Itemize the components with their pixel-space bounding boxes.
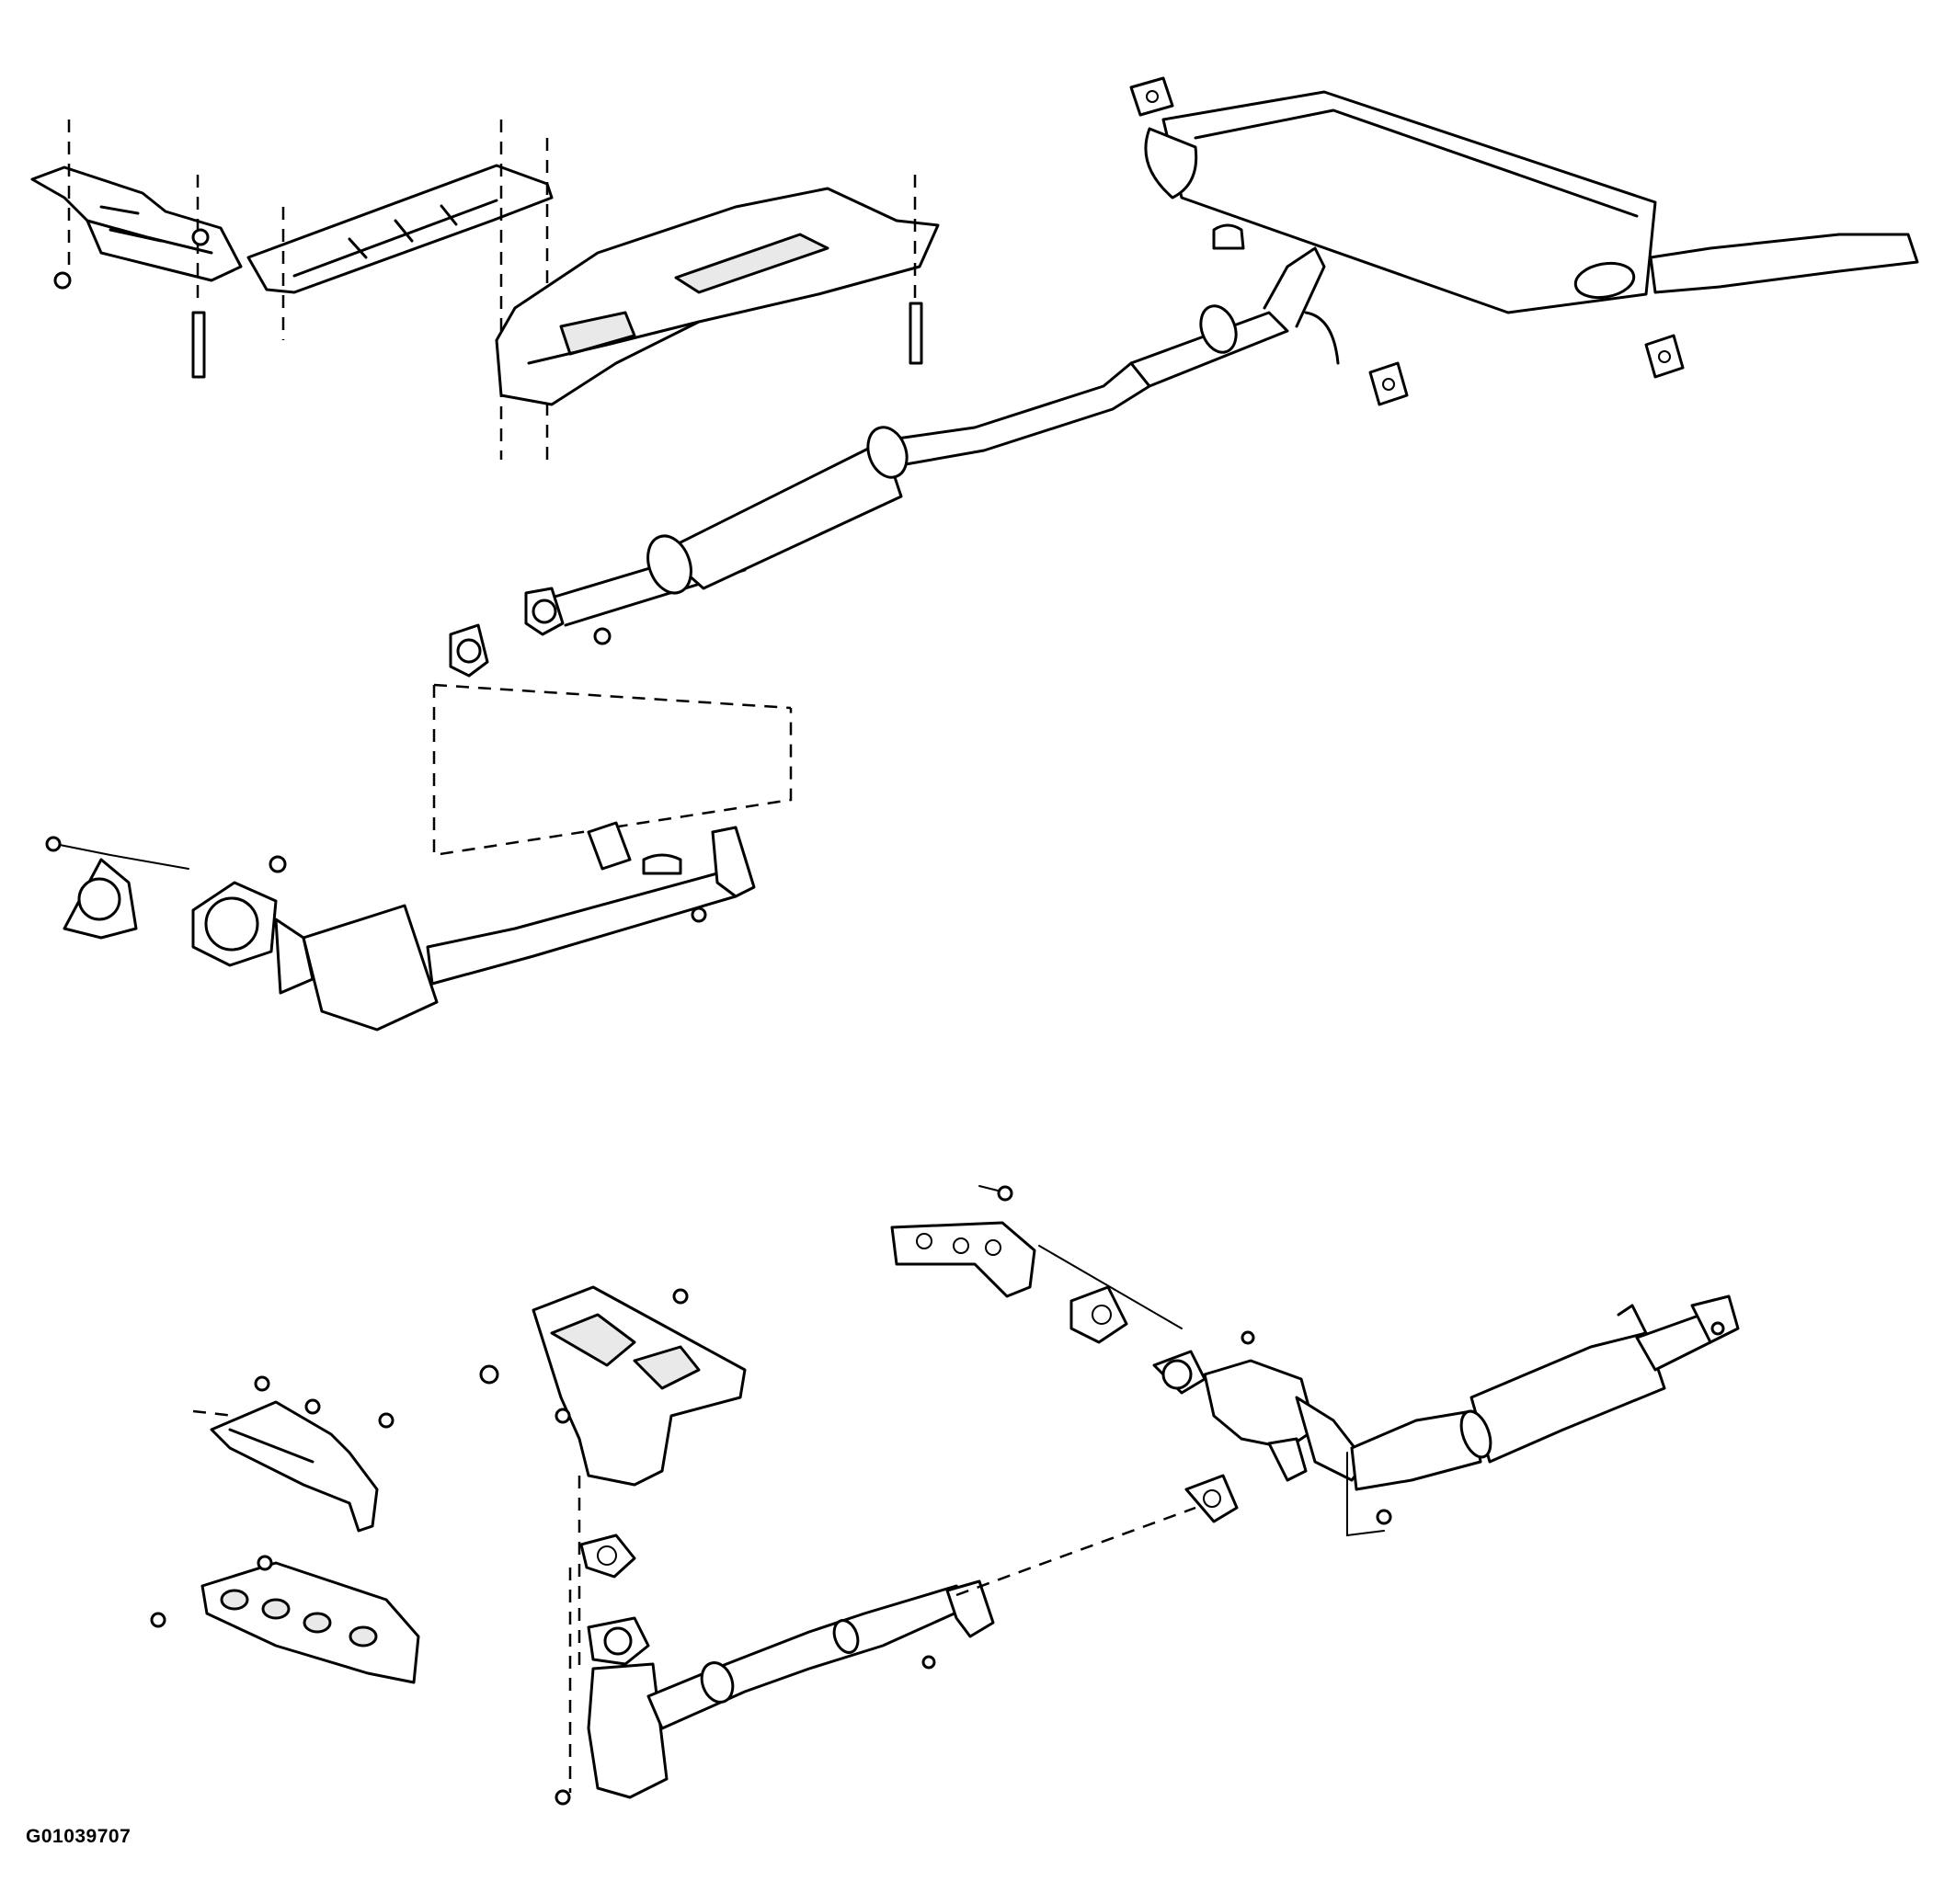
front-pipe [426,821,756,986]
center-catalytic-converter [555,1533,669,1806]
resonator [1350,1294,1740,1491]
muffler [1144,90,1919,314]
front-catalytic-converter [45,836,439,1032]
intermediate-pipe [550,246,1340,627]
exhaust-manifold-left [150,1555,420,1684]
shield-fasteners-center [909,175,923,365]
figure-reference-id: G01039707 [26,1826,132,1847]
pipe-flanges-top [449,587,612,678]
manifold-heat-shield-right [890,1185,1036,1298]
shield-fasteners-left [53,120,549,460]
alignment-guides-bottom [568,1506,1196,1793]
rear-flanges [1184,1437,1392,1537]
manifold-heat-shield-left [192,1375,395,1533]
muffler-hangers [1129,76,1685,406]
front-pipe-lower [646,1579,995,1730]
exhaust-manifold-center [479,1285,747,1673]
heat-shield-left [30,164,554,294]
right-catalytic-converter [1038,1245,1367,1482]
heat-shield-center [495,187,940,406]
alignment-guide-top [432,683,793,857]
